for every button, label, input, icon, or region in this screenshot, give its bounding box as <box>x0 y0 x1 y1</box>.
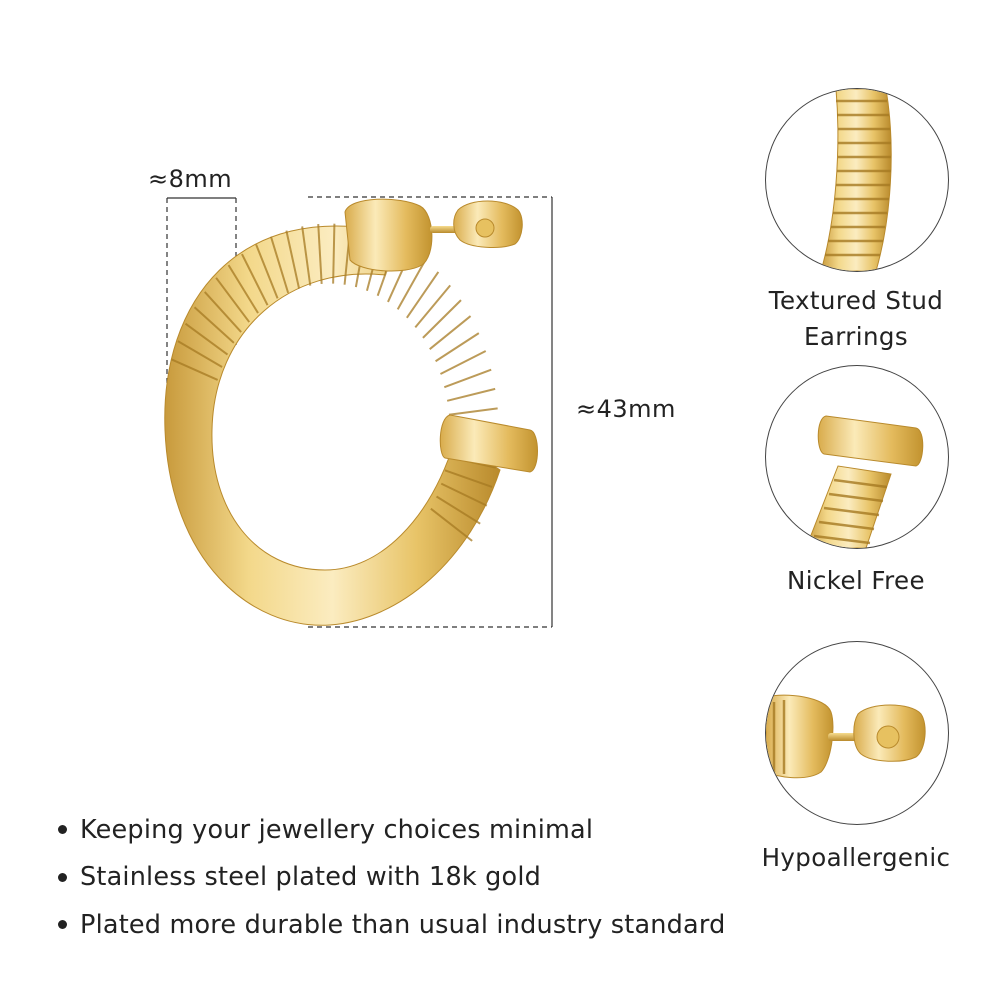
hoop-rib <box>443 368 492 389</box>
hoop-rib <box>332 223 336 284</box>
bullet-icon <box>58 825 67 835</box>
height-dimension-guide <box>308 196 553 628</box>
hoop-rib <box>317 224 323 285</box>
hoop-rib <box>396 259 427 310</box>
hoop-rib <box>255 244 279 299</box>
stud-post-closeup-icon <box>766 694 926 779</box>
hoop-rib <box>184 322 229 356</box>
feature-bullet-list: Keeping your jewellery choices minimal S… <box>58 806 726 949</box>
hoop-end-cap-closeup-icon <box>805 415 924 548</box>
hoop-rib <box>444 469 493 488</box>
bullet-icon <box>58 872 67 882</box>
width-dimension-label: ≈8mm <box>148 165 233 193</box>
hoop-rib <box>241 253 269 306</box>
hoop-rib <box>440 350 487 375</box>
hoop-rib <box>422 299 462 339</box>
hoop-rib <box>430 507 473 542</box>
hoop-rib <box>414 284 451 329</box>
feature-label-hypoallergenic-line1: Hypoallergenic <box>761 843 951 872</box>
feature-image-textured <box>765 88 949 272</box>
feature-label-textured: Textured Stud Earrings <box>736 283 976 355</box>
bullet-icon <box>58 920 67 930</box>
hoop-rib <box>171 358 219 381</box>
hoop-rib <box>203 291 242 333</box>
height-dimension-label: ≈43mm <box>576 395 676 423</box>
hoop-rib <box>285 230 301 289</box>
feature-image-hypoallergenic <box>765 641 949 825</box>
bullet-text: Keeping your jewellery choices minimal <box>80 814 594 845</box>
hoop-rib <box>193 306 235 344</box>
hoop-rib <box>270 236 290 294</box>
hoop-rib <box>429 315 472 350</box>
textured-hoop-closeup-icon <box>820 89 892 271</box>
feature-label-textured-line2: Earrings <box>803 322 909 351</box>
hoop-rib <box>215 277 251 323</box>
hoop-rib <box>227 264 259 314</box>
hoop-rib <box>446 387 496 402</box>
feature-label-textured-line1: Textured Stud <box>768 286 944 315</box>
list-item: Stainless steel plated with 18k gold <box>58 854 726 902</box>
feature-label-nickel-free-line1: Nickel Free <box>787 566 925 595</box>
hoop-earring <box>164 198 538 626</box>
hoop-rib <box>177 340 223 368</box>
hoop-rib <box>406 271 440 319</box>
product-illustration <box>164 196 553 628</box>
bullet-text: Stainless steel plated with 18k gold <box>80 862 542 893</box>
feature-label-hypoallergenic: Hypoallergenic <box>736 840 976 876</box>
feature-label-nickel-free: Nickel Free <box>736 563 976 599</box>
bullet-text: Plated more durable than usual industry … <box>80 909 726 940</box>
hoop-rib <box>435 495 481 525</box>
hoop-rib <box>301 226 312 286</box>
feature-image-nickel-free <box>765 365 949 549</box>
list-item: Keeping your jewellery choices minimal <box>58 806 726 854</box>
list-item: Plated more durable than usual industry … <box>58 901 726 949</box>
hoop-rib <box>440 482 488 507</box>
hoop-rib <box>435 332 480 363</box>
hoop-rib <box>448 407 498 416</box>
